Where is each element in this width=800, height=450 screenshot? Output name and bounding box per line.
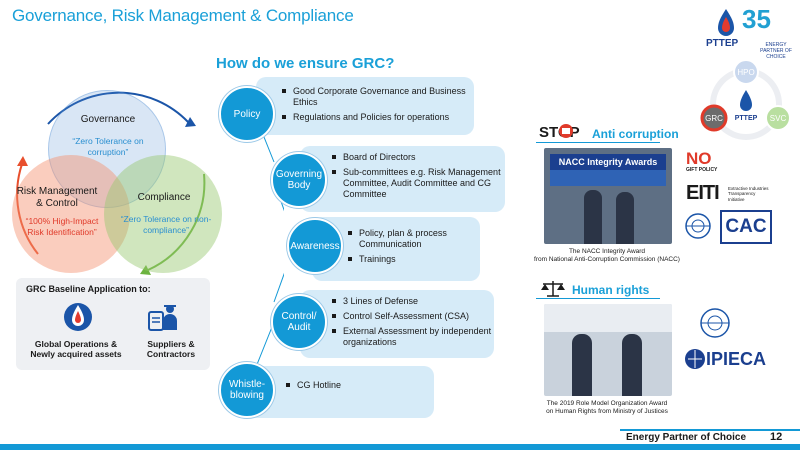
human-rights-caption-line2: on Human Rights from Ministry of Justice… bbox=[546, 408, 668, 416]
ring-label-left: GRC bbox=[705, 114, 723, 123]
eiti-logo: EITI Extractive Industries Transparency … bbox=[686, 182, 776, 208]
un-global-compact-icon bbox=[700, 308, 730, 338]
un-global-compact-icon bbox=[685, 213, 711, 239]
step-awareness-label: Awareness bbox=[290, 240, 340, 252]
list-item: Control Self-Assessment (CSA) bbox=[332, 311, 492, 322]
step-policy-label: Policy bbox=[233, 108, 261, 120]
list-item: CG Hotline bbox=[286, 380, 426, 391]
cac-logo: CAC bbox=[720, 210, 772, 244]
compliance-circle bbox=[104, 155, 222, 273]
ring-label-center: PTTEP bbox=[735, 115, 758, 122]
footer-stripe bbox=[0, 444, 800, 450]
governance-circle bbox=[48, 90, 166, 208]
pttep-flame-logo-icon bbox=[718, 9, 734, 36]
whistleblowing-bullets: CG Hotline bbox=[286, 380, 426, 395]
list-item: Good Corporate Governance and Business E… bbox=[282, 86, 472, 108]
ipieca-globe-icon bbox=[685, 349, 705, 369]
list-item: 3 Lines of Defense bbox=[332, 296, 492, 307]
baseline-title: GRC Baseline Application to: bbox=[26, 284, 151, 294]
human-rights-underline bbox=[536, 298, 660, 299]
list-item: Regulations and Policies for operations bbox=[282, 112, 472, 123]
nacc-award-photo: NACC Integrity Awards bbox=[544, 148, 672, 244]
governance-quote: “Zero Tolerance on corruption” bbox=[72, 136, 144, 157]
footer-rule bbox=[620, 429, 800, 431]
step-governing-body-label: Governing Body bbox=[275, 169, 323, 191]
human-rights-caption-line1: The 2019 Role Model Organization Award bbox=[546, 400, 668, 407]
contractor-icon bbox=[148, 305, 177, 331]
step-whistleblowing-label: Whistle-blowing bbox=[228, 379, 266, 401]
awareness-bullets: Policy, plan & process Communication Tra… bbox=[348, 228, 478, 269]
baseline-item-suppliers: Suppliers & Contractors bbox=[146, 339, 196, 359]
nacc-caption: The NACC Integrity Award from National A… bbox=[532, 248, 682, 265]
governing-body-bullets: Board of Directors Sub-committees e.g. R… bbox=[332, 152, 504, 204]
person-figure bbox=[584, 190, 602, 244]
step-whistleblowing: Whistle-blowing bbox=[219, 362, 275, 418]
anniversary-number: 35 bbox=[742, 4, 771, 34]
section-subtitle: How do we ensure GRC? bbox=[216, 55, 395, 72]
stop-corruption-icon: STOP bbox=[539, 124, 580, 141]
ring-label-top: HPO bbox=[737, 68, 754, 77]
human-rights-caption: The 2019 Role Model Organization Award o… bbox=[532, 400, 682, 417]
risk-circle bbox=[12, 155, 130, 273]
step-awareness: Awareness bbox=[287, 218, 343, 274]
ipieca-logo: IPIECA bbox=[684, 346, 770, 376]
list-item: Trainings bbox=[348, 254, 478, 265]
baseline-panel bbox=[16, 278, 210, 370]
hpo-grc-svc-ring: HPO GRC SVC PTTEP bbox=[700, 59, 791, 140]
nacc-caption-line1: The NACC Integrity Award bbox=[568, 248, 646, 255]
step-governing-body: Governing Body bbox=[271, 152, 327, 208]
no-gift-text: NO bbox=[686, 149, 712, 168]
flow-connector bbox=[253, 111, 284, 373]
compliance-title: Compliance bbox=[137, 192, 191, 203]
step-policy: Policy bbox=[219, 86, 275, 142]
person-figure bbox=[622, 334, 642, 396]
control-audit-bullets: 3 Lines of Defense Control Self-Assessme… bbox=[332, 296, 492, 352]
list-item: Board of Directors bbox=[332, 152, 504, 163]
human-rights-award-photo bbox=[544, 304, 672, 396]
oil-rig-icon bbox=[64, 303, 92, 331]
ipieca-text: IPIECA bbox=[706, 349, 767, 369]
human-rights-title: Human rights bbox=[572, 283, 650, 297]
whistleblowing-row bbox=[248, 366, 434, 418]
page-number: 12 bbox=[770, 431, 783, 443]
ring-label-right: SVC bbox=[770, 114, 787, 123]
list-item: Sub-committees e.g. Risk Management Comm… bbox=[332, 167, 504, 200]
step-control-audit: Control/ Audit bbox=[271, 294, 327, 350]
person-figure bbox=[616, 192, 634, 244]
no-gift-sub: GIFT POLICY bbox=[686, 167, 718, 173]
anti-corruption-underline bbox=[536, 142, 660, 143]
risk-quote: “100% High-Impact Risk Identification” bbox=[25, 216, 99, 237]
list-item: External Assessment by independent organ… bbox=[332, 326, 492, 348]
eiti-sub: Extractive Industries Transparency Initi… bbox=[728, 186, 769, 202]
person-figure bbox=[572, 334, 592, 396]
step-control-audit-label: Control/ Audit bbox=[281, 311, 317, 333]
risk-title: Risk Management & Control bbox=[16, 186, 98, 209]
anti-corruption-title: Anti corruption bbox=[592, 127, 679, 141]
policy-row bbox=[256, 77, 474, 135]
nacc-caption-line2: from National Anti-Corruption Commission… bbox=[534, 256, 680, 264]
nacc-banner: NACC Integrity Awards bbox=[550, 154, 666, 170]
scales-of-justice-icon bbox=[541, 281, 565, 297]
no-gift-policy-logo: NO GIFT POLICY bbox=[686, 149, 722, 173]
compliance-quote: “Zero Tolerance on non-compliance” bbox=[120, 214, 212, 235]
banner-thai-text bbox=[550, 170, 666, 186]
stage-backdrop bbox=[544, 304, 672, 332]
brand-name: PTTEP bbox=[706, 38, 739, 49]
page-title: Governance, Risk Management & Compliance bbox=[12, 6, 354, 25]
brand-tagline: ENERGY PARTNER OF CHOICE bbox=[760, 42, 792, 60]
footer-tagline: Energy Partner of Choice bbox=[626, 432, 747, 443]
list-item: Policy, plan & process Communication bbox=[348, 228, 478, 250]
policy-bullets: Good Corporate Governance and Business E… bbox=[282, 86, 472, 127]
baseline-item-operations: Global Operations & Newly acquired asset… bbox=[30, 339, 122, 359]
governance-title: Governance bbox=[80, 114, 136, 125]
eiti-text: EITI bbox=[686, 182, 720, 204]
